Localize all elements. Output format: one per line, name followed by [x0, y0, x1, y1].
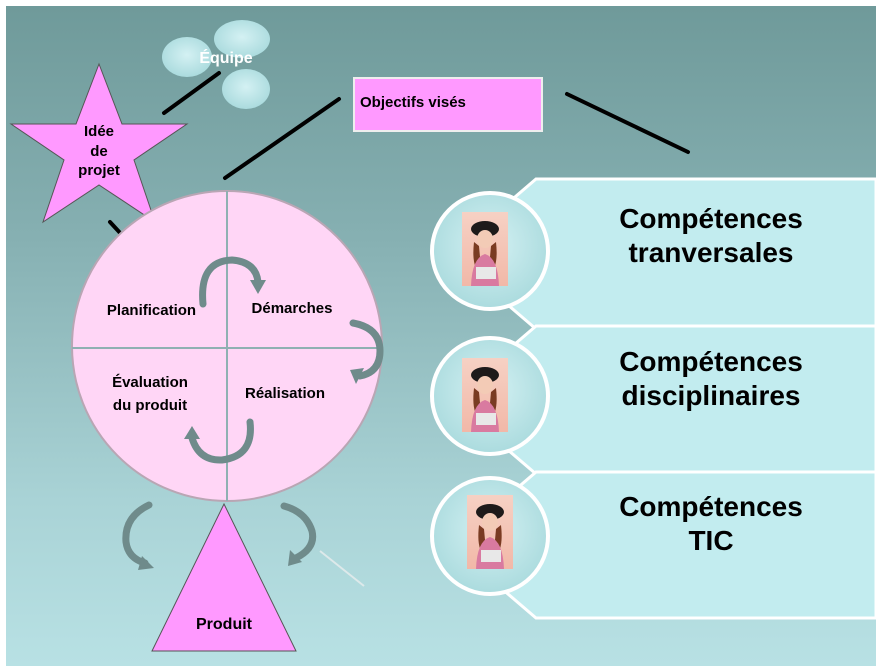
cycle-arrows — [122, 256, 384, 567]
diagram-canvas — [9, 20, 876, 652]
curved-arrow-icon — [199, 256, 262, 308]
team-label: Équipe — [199, 50, 253, 67]
student-photo-icon — [462, 212, 508, 286]
arrowhead-icon — [138, 556, 154, 570]
competence-label-line: disciplinaires — [621, 379, 801, 411]
competence-label-disciplinary: Compétences disciplinaires — [561, 345, 861, 412]
product-label: Produit — [196, 616, 252, 633]
student-photo-icon — [462, 358, 508, 432]
competence-label-line: tranversales — [628, 236, 794, 268]
faint-arrow — [319, 550, 365, 587]
arrowhead-icon — [288, 550, 302, 566]
quadrant-evaluation-line: Évaluation — [112, 374, 188, 391]
quadrant-planning: Planification — [106, 302, 197, 319]
arrowhead-icon — [184, 426, 200, 439]
curved-arrow-icon — [188, 418, 254, 464]
idea-label-line: de — [90, 142, 108, 160]
idea-label-line: projet — [78, 162, 120, 179]
arrowhead-icon — [350, 368, 364, 384]
quadrant-evaluation: Évaluation du produit — [90, 372, 210, 417]
cycle-circle — [71, 190, 383, 502]
competence-label-line: Compétences — [619, 491, 803, 522]
cycle-arrowheads — [138, 280, 364, 570]
competence-label-tic: Compétences TIC — [561, 490, 861, 557]
team-bubble — [162, 37, 212, 77]
team-bubbles — [162, 20, 270, 109]
product-triangle — [151, 502, 297, 652]
curved-arrow-icon — [122, 501, 153, 567]
quadrant-realization: Réalisation — [244, 385, 326, 402]
idea-star — [9, 62, 189, 224]
team-bubble — [214, 20, 270, 58]
objectives-box — [353, 77, 543, 132]
objectives-to-circle-line — [223, 97, 341, 180]
idea-label: Idée de projet — [64, 122, 134, 181]
curved-arrow-icon — [349, 319, 384, 380]
quadrant-steps: Démarches — [251, 300, 333, 317]
competence-label-line: Compétences — [619, 346, 803, 377]
arrowhead-icon — [250, 280, 266, 294]
objectives-to-competences-arrow — [565, 92, 690, 154]
idea-label-line: Idée — [83, 123, 114, 140]
competence-label-transversal: Compétences tranversales — [561, 202, 861, 269]
objectives-label: Objectifs visés — [360, 94, 466, 111]
team-to-idea-arrow — [162, 71, 221, 115]
curved-arrow-icon — [280, 502, 317, 562]
competence-label-line: Compétences — [619, 203, 803, 234]
student-photo-icon — [467, 495, 513, 569]
team-bubble — [222, 69, 270, 109]
quadrant-evaluation-line: du produit — [112, 396, 188, 414]
competence-label-line: TIC — [688, 524, 734, 556]
competence-row — [430, 177, 876, 331]
slide: Équipe Idée de projet Objectifs visés Pl… — [6, 6, 876, 666]
